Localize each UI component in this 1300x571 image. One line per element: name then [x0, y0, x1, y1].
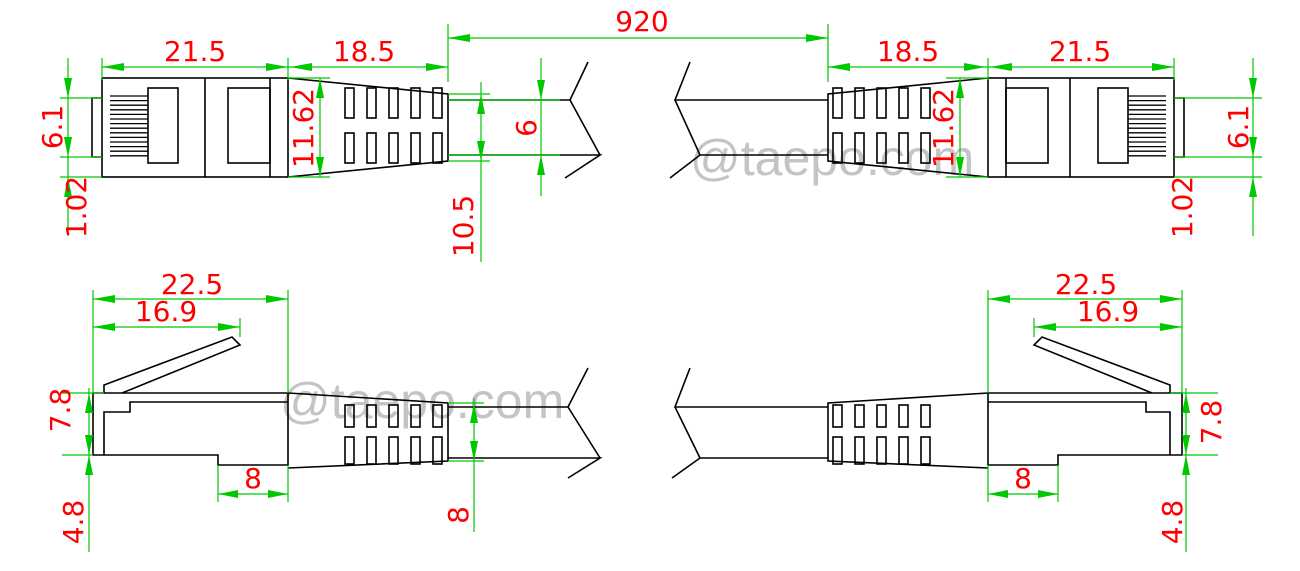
boot-slot [832, 404, 843, 428]
boot-slot [854, 436, 865, 465]
watermark-top: @taepo.com [690, 130, 974, 186]
bottom-right-inner-step [988, 401, 1171, 455]
dim-left-plug-latch-length: 22.5 [161, 268, 223, 301]
top-right-boot-slots [832, 87, 931, 164]
dim-left-tab-length: 8 [244, 462, 262, 495]
boot-slot [388, 132, 399, 164]
boot-slot [854, 132, 865, 164]
bottom-right-plug-body [987, 392, 1183, 466]
top-left-contact-grip [110, 95, 148, 157]
boot-slot [854, 87, 865, 119]
boot-slot [898, 87, 909, 119]
dim-left-boot-length: 18.5 [333, 35, 395, 68]
boot-slot [876, 87, 887, 119]
dim-boot-side-length: 8 [442, 506, 475, 524]
dim-right-contact-height: 6.1 [1222, 105, 1255, 150]
dim-right-contact-offset: 1.02 [1166, 176, 1199, 238]
boot-slot [432, 404, 443, 428]
bottom-dimension-lines [62, 290, 1218, 552]
top-right-connector [669, 61, 1185, 179]
dim-right-tab-length: 8 [1014, 462, 1032, 495]
boot-slot [832, 87, 843, 119]
bottom-right-connector [671, 336, 1183, 479]
boot-slot [410, 132, 421, 164]
boot-slot [876, 404, 887, 428]
boot-slot [388, 87, 399, 119]
boot-slot [366, 132, 377, 164]
boot-slot [898, 132, 909, 164]
dim-left-contact-height: 6.1 [36, 105, 69, 150]
boot-slot [388, 404, 399, 428]
top-right-contact-tab [1174, 97, 1185, 158]
dim-left-latch-height: 7.8 [44, 388, 77, 433]
boot-slot [432, 87, 443, 119]
boot-slot [898, 436, 909, 465]
boot-slot [854, 404, 865, 428]
dim-right-latch-length: 16.9 [1077, 295, 1139, 328]
bottom-right-latch [1032, 336, 1171, 394]
boot-slot [920, 436, 931, 465]
boot-slot [876, 132, 887, 164]
top-right-plug-body [987, 77, 1175, 178]
top-left-connector [91, 61, 603, 179]
dim-left-contact-offset: 1.02 [60, 176, 93, 238]
boot-slot [832, 436, 843, 465]
top-left-boot-slots [344, 87, 443, 164]
top-left-contact-tab [91, 97, 102, 158]
top-right-contact-grip [1128, 95, 1166, 157]
dim-right-latch-offset: 4.8 [1156, 500, 1189, 545]
boot-slot [920, 132, 931, 164]
dim-left-latch-length: 16.9 [135, 295, 197, 328]
boot-slot [432, 132, 443, 164]
dim-cable-diameter: 6 [510, 119, 543, 137]
dim-right-latch-height: 7.8 [1195, 400, 1228, 445]
top-left-inner-window [227, 87, 271, 164]
bottom-left-inner-step [103, 401, 288, 455]
dim-right-boot-height: 11.62 [927, 88, 960, 168]
boot-slot [366, 436, 377, 465]
boot-slot [920, 404, 931, 428]
top-left-plug-body [101, 77, 289, 178]
dim-left-boot-height: 11.62 [287, 88, 320, 168]
boot-slot [344, 404, 355, 428]
boot-slot [410, 404, 421, 428]
boot-slot [366, 87, 377, 119]
dim-left-plug-length: 21.5 [164, 35, 226, 68]
boot-slot [344, 436, 355, 465]
top-right-inner-window [1005, 87, 1049, 164]
top-right-contact-window [1097, 87, 1129, 164]
bottom-left-plug-body [92, 392, 289, 466]
dim-cable-length: 920 [615, 5, 668, 38]
top-left-boot [287, 77, 449, 178]
boot-slot [898, 404, 909, 428]
boot-slot [432, 436, 443, 465]
top-dimension-lines [60, 24, 1262, 262]
boot-slot [920, 87, 931, 119]
dim-right-boot-length: 18.5 [877, 35, 939, 68]
dim-right-plug-latch-length: 22.5 [1055, 268, 1117, 301]
boot-slot [344, 87, 355, 119]
bottom-left-cable [448, 367, 603, 479]
dim-right-plug-length: 21.5 [1049, 35, 1111, 68]
boot-slot [344, 132, 355, 164]
top-right-cable [669, 61, 828, 179]
boot-slot [388, 436, 399, 465]
boot-slot [366, 404, 377, 428]
top-right-boot [827, 77, 989, 178]
bottom-right-boot-slots [832, 404, 931, 465]
boot-slot [410, 436, 421, 465]
boot-slot [832, 132, 843, 164]
boot-slot [410, 87, 421, 119]
bottom-left-latch [103, 336, 242, 394]
dim-left-latch-offset: 4.8 [57, 500, 90, 545]
dim-boot-tail-length: 10.5 [447, 195, 480, 257]
bottom-left-boot-slots [344, 404, 443, 465]
boot-slot [876, 436, 887, 465]
top-left-contact-window [147, 87, 179, 164]
bottom-right-cable [671, 367, 828, 479]
